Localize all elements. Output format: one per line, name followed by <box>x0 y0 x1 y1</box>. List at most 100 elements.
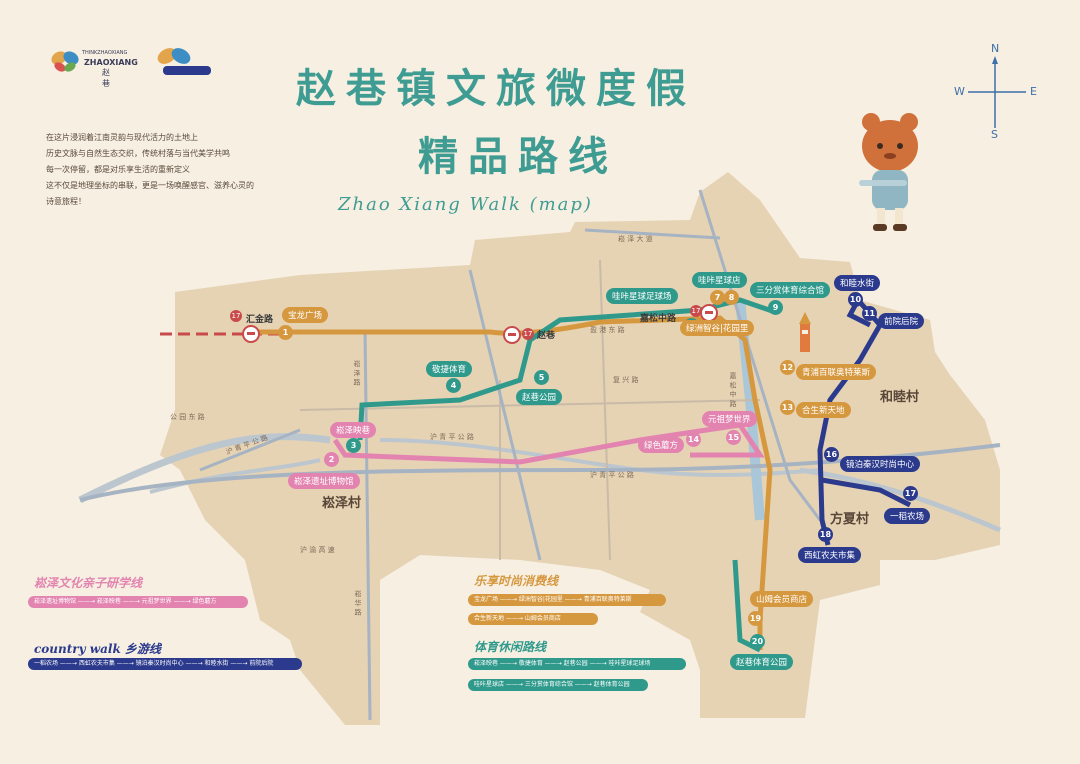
road-label: 嘉 松 中 路 <box>729 372 737 407</box>
route-orange <box>250 315 773 650</box>
poi-marker[interactable]: 8 <box>724 290 739 305</box>
tower-icon <box>799 312 811 352</box>
poi-label[interactable]: 敬捷体育 <box>426 361 473 377</box>
poi-marker[interactable]: 7 <box>710 290 725 305</box>
poi-label[interactable]: 青浦百联奥特莱斯 <box>796 364 877 380</box>
legend-route-sports-1: 崧泽映巷 ——→ 敬捷体育 ——→ 赵巷公园 ——→ 哇咔星球足球场 <box>468 658 686 670</box>
road-label: 崧 泽 大 道 <box>618 235 653 243</box>
compass-south: S <box>991 128 998 141</box>
intro-line: 每一次停留，都是对乐享生活的重新定义 <box>46 165 190 174</box>
route-navy <box>821 477 912 508</box>
poi-marker[interactable]: 10 <box>848 292 863 307</box>
legend-title-country: country walk 乡游线 <box>34 642 161 656</box>
road-line <box>299 399 761 411</box>
road-label: 沪 青 平 公 路 <box>590 471 634 479</box>
poi-label[interactable]: 绿色蘑方 <box>638 437 685 453</box>
compass-north: N <box>991 42 1000 55</box>
river <box>799 467 1001 533</box>
road-line <box>599 259 611 561</box>
poi-label[interactable]: 赵巷公园 <box>516 389 563 405</box>
metro-line-badge: 17 <box>230 310 242 322</box>
poi-marker[interactable]: 20 <box>750 634 765 649</box>
compass-west: W <box>954 85 965 98</box>
road-line <box>584 228 721 240</box>
road-line <box>468 269 542 561</box>
road-label: 沪 渝 高 速 <box>300 546 335 554</box>
road-label: 公 园 东 路 <box>170 413 205 421</box>
poi-label[interactable]: 崧泽遗址博物馆 <box>288 473 360 489</box>
intro-line: 在这片浸润着江南灵韵与现代活力的土地上 <box>46 133 198 142</box>
poi-marker[interactable]: 14 <box>686 432 701 447</box>
road-line <box>363 329 372 721</box>
page-subtitle: Zhao Xiang Walk (map) <box>338 194 593 215</box>
poi-label[interactable]: 崧泽映巷 <box>330 422 377 438</box>
road-label: 崧 泽 路 <box>353 360 361 386</box>
secondary-logo <box>155 44 217 82</box>
road-label: 崧 华 路 <box>354 590 362 616</box>
legend-route-sports-2: 哇咔星球店 ——→ 三分赏体育综合馆 ——→ 赵巷体育公园 <box>468 679 648 691</box>
poi-label[interactable]: 哇咔星球店 <box>692 272 747 288</box>
legend-title-sports: 体育休闲路线 <box>474 640 547 654</box>
poi-marker[interactable]: 12 <box>780 360 795 375</box>
brand-zh-text: 赵巷 <box>102 68 110 88</box>
poi-label[interactable]: 三分赏体育综合馆 <box>750 282 831 298</box>
poi-label[interactable]: 元祖梦世界 <box>702 411 757 427</box>
poi-marker[interactable]: 19 <box>748 611 763 626</box>
metro-line-badge: 17 <box>690 305 702 317</box>
page-title-second: 精品路线 <box>418 133 618 180</box>
intro-text: 在这片浸润着江南灵韵与现代活力的土地上 历史文脉与自然生态交织，传统村落与当代美… <box>46 130 286 210</box>
poi-label[interactable]: 西虹农夫市集 <box>798 547 862 563</box>
poi-marker[interactable]: 9 <box>768 300 783 315</box>
poi-label[interactable]: 赵巷体育公园 <box>730 654 794 670</box>
poi-marker[interactable]: 16 <box>824 447 839 462</box>
poi-label[interactable]: 哇咔星球足球场 <box>606 288 678 304</box>
legend-title-shopping: 乐享时尚消费线 <box>474 574 559 588</box>
intro-line: 这不仅是地理坐标的串联，更是一场唤醒感官、滋养心灵的 <box>46 181 254 190</box>
poi-marker[interactable]: 17 <box>903 486 918 501</box>
road-line <box>199 428 301 472</box>
village-label: 方夏村 <box>830 512 870 527</box>
road-label: 复 兴 路 <box>613 376 639 384</box>
zhaoxiang-logo: THINKZHAOXIANG ZHAOXIANG 赵巷 <box>50 48 138 88</box>
compass-east: E <box>1030 85 1037 98</box>
poi-label[interactable]: 前院后院 <box>878 313 925 329</box>
metro-station-name: 赵巷 <box>537 331 556 341</box>
metro-station-icon <box>242 325 260 343</box>
legend-route-country: 一稻农场 ——→ 西虹农夫市集 ——→ 镜泊秦汉时尚中心 ——→ 和睦水街 ——… <box>28 658 302 670</box>
poi-label[interactable]: 山姆会员商店 <box>750 591 814 607</box>
poi-marker[interactable]: 13 <box>780 400 795 415</box>
poi-label[interactable]: 镜泊秦汉时尚中心 <box>840 456 921 472</box>
poi-marker[interactable]: 5 <box>534 370 549 385</box>
poi-marker[interactable]: 15 <box>726 430 741 445</box>
poi-marker[interactable]: 11 <box>862 306 877 321</box>
metro-station-name: 嘉松中路 <box>640 314 677 324</box>
brand-en-text: ZHAOXIANG <box>84 58 138 67</box>
compass-cross-icon <box>968 56 1026 128</box>
poi-label[interactable]: 合生新天地 <box>796 402 851 418</box>
butterfly-logo-icon <box>51 51 79 72</box>
mascot-icon <box>859 113 918 231</box>
intro-line: 诗意旅程！ <box>46 197 86 206</box>
legend-route-culture: 崧泽遗址博物馆 ——→ 崧泽映巷 ——→ 元祖梦世界 ——→ 绿色蘑方 <box>28 596 248 608</box>
village-label: 崧泽村 <box>322 496 362 511</box>
poi-label[interactable]: 和睦水街 <box>834 275 881 291</box>
poi-marker[interactable]: 2 <box>324 452 339 467</box>
metro-line-badge: 17 <box>522 328 534 340</box>
road-label: 沪 青 平 公 路 <box>430 433 474 441</box>
metro-station-name: 汇金路 <box>246 315 274 325</box>
legend-route-shopping-2: 合生新天地 ——→ 山姆会员商店 <box>468 613 598 625</box>
poi-marker[interactable]: 1 <box>278 325 293 340</box>
poi-marker[interactable]: 3 <box>346 438 361 453</box>
river <box>78 433 331 504</box>
brand-small-text: THINKZHAOXIANG <box>82 50 128 56</box>
village-label: 和睦村 <box>880 390 920 405</box>
poi-marker[interactable]: 18 <box>818 527 833 542</box>
poi-label[interactable]: 宝龙广场 <box>282 307 329 323</box>
poi-label[interactable]: 一稻农场 <box>884 508 931 524</box>
poi-label[interactable]: 绿洲智谷|花园里 <box>680 320 755 336</box>
legend-route-shopping-1: 宝龙广场 ——→ 绿洲智谷|花园里 ——→ 青浦百联奥特莱斯 <box>468 594 666 606</box>
road-label: 盈 港 东 路 <box>590 326 625 334</box>
intro-line: 历史文脉与自然生态交织，传统村落与当代美学共鸣 <box>46 149 230 158</box>
poi-marker[interactable]: 4 <box>446 378 461 393</box>
